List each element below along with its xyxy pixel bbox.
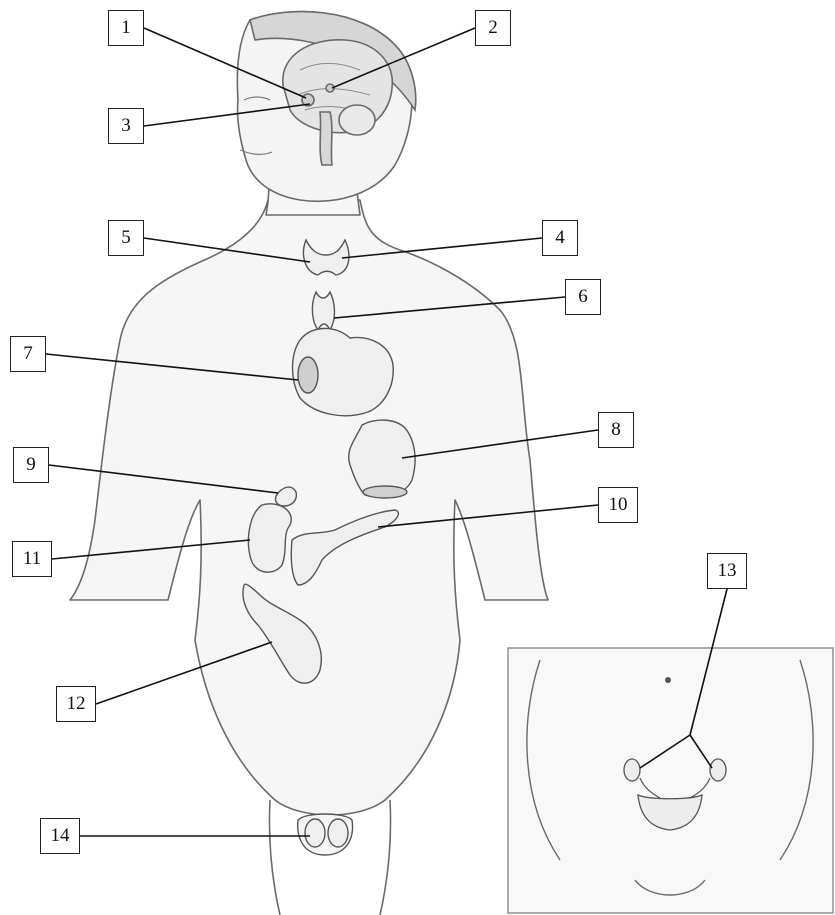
label-4: 4 xyxy=(542,220,578,256)
label-5: 5 xyxy=(108,220,144,256)
label-13: 13 xyxy=(707,553,747,589)
label-1: 1 xyxy=(108,10,144,46)
female-inset xyxy=(508,648,833,913)
label-10: 10 xyxy=(598,487,638,523)
label-3: 3 xyxy=(108,108,144,144)
left-testis xyxy=(305,819,325,847)
head xyxy=(237,12,415,202)
label-9: 9 xyxy=(13,447,49,483)
brainstem xyxy=(320,112,332,165)
navel xyxy=(665,677,671,683)
inset-frame xyxy=(508,648,833,913)
left-ovary xyxy=(624,759,640,781)
label-6: 6 xyxy=(565,279,601,315)
label-7: 7 xyxy=(10,336,46,372)
thymus xyxy=(312,292,334,330)
label-11: 11 xyxy=(12,541,52,577)
label-14: 14 xyxy=(40,818,80,854)
label-2: 2 xyxy=(475,10,511,46)
right-testis xyxy=(328,819,348,847)
label-12: 12 xyxy=(56,686,96,722)
cerebellum xyxy=(339,105,375,135)
right-ovary xyxy=(710,759,726,781)
label-8: 8 xyxy=(598,412,634,448)
